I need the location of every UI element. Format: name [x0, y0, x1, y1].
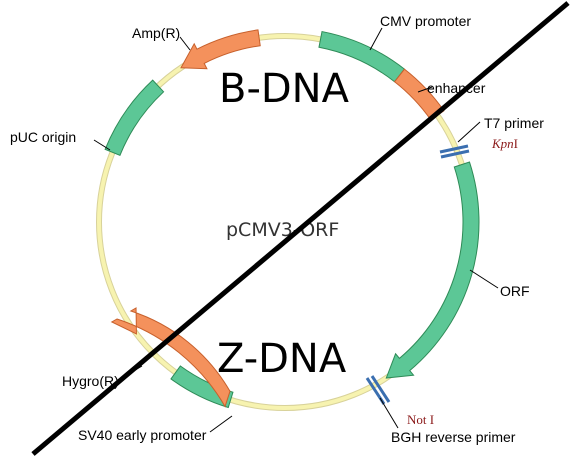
feature-puc-origin: [104, 79, 165, 156]
label-amp: Amp(R): [132, 25, 180, 41]
leader-puc: [93, 139, 111, 151]
leader-bgh: [379, 397, 399, 429]
label-puc-origin: pUC origin: [10, 129, 76, 145]
label-hygro: Hygro(R): [62, 373, 119, 389]
plasmid-name: pCMV3-ORF: [226, 219, 339, 241]
overlay-z-dna: Z-DNA: [217, 336, 347, 382]
diagonal-slash: [31, 1, 570, 456]
leader-orf: [469, 269, 499, 289]
label-noti-site: Not I: [407, 412, 434, 427]
label-bgh-primer: BGH reverse primer: [391, 429, 516, 445]
kpni-site-marker: [439, 144, 470, 159]
label-t7-primer: T7 primer: [484, 115, 544, 131]
leader-t7: [457, 121, 481, 143]
label-kpni-site: KpnI: [491, 136, 518, 151]
feature-orf-arrow: [385, 161, 480, 379]
overlay-b-dna: B-DNA: [219, 66, 350, 112]
leader-cmv: [369, 27, 383, 51]
leader-amp: [179, 36, 191, 51]
label-orf: ORF: [500, 283, 530, 299]
feature-amp-arrow: [180, 29, 261, 70]
leader-sv40: [209, 415, 233, 433]
label-cmv-promoter: CMV promoter: [380, 13, 471, 29]
label-sv40-promoter: SV40 early promoter: [78, 427, 207, 443]
feature-hygro-arrow: [110, 307, 231, 408]
leader-enhancer: [417, 86, 433, 93]
